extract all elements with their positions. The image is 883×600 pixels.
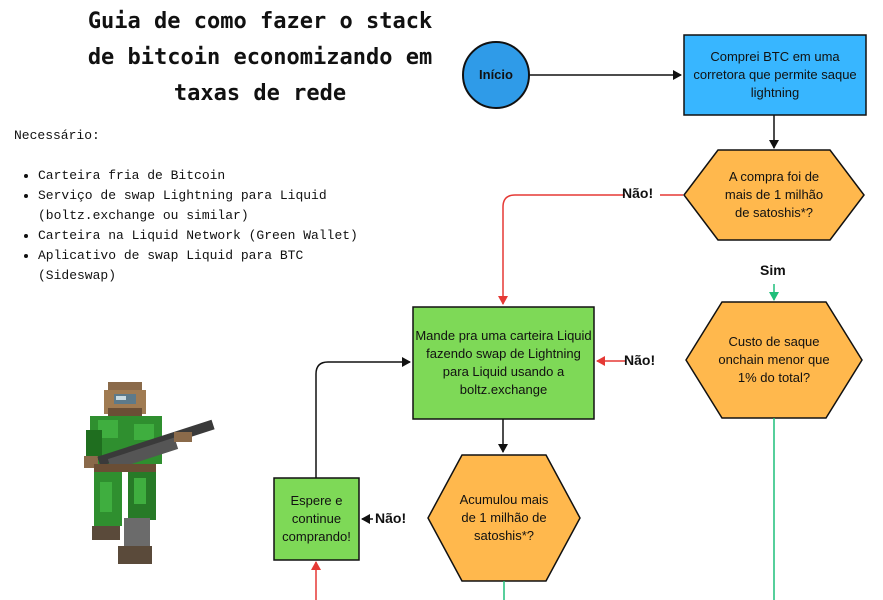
edge-label-no-3: Não! xyxy=(375,510,407,526)
edge-wait-to-liquid xyxy=(315,357,411,478)
liquid-node: Mande pra uma carteira Liquid fazendo sw… xyxy=(415,307,592,419)
doom-marine-pixel-icon xyxy=(84,382,215,564)
decision-million: A compra foi de mais de 1 milhão de sato… xyxy=(720,150,828,240)
liquid-node-label: Mande pra uma carteira Liquid fazendo sw… xyxy=(415,328,592,397)
start-node: Início xyxy=(463,42,529,108)
decision-fee: Custo de saque onchain menor que 1% do t… xyxy=(712,302,836,418)
requirements-list: Carteira fria de Bitcoin Serviço de swap… xyxy=(14,166,368,286)
liquid-node-shape xyxy=(412,306,595,420)
requirements-heading: Necessário: xyxy=(14,128,100,143)
decision-fee-label: Custo de saque onchain menor que 1% do t… xyxy=(718,334,830,385)
decision-accum-shape xyxy=(427,454,581,582)
requirement-item: Aplicativo de swap Liquid para BTC (Side… xyxy=(38,246,368,286)
start-node-label: Início xyxy=(479,67,513,82)
edge-label-no-2: Não! xyxy=(624,352,656,368)
requirements-panel: Necessário: Carteira fria de Bitcoin Ser… xyxy=(14,126,368,286)
buy-node-shape xyxy=(683,34,867,116)
decision-accum-label: Acumulou mais de 1 milhão de satoshis*? xyxy=(459,492,549,543)
title-line-1: Guia de como fazer o stack xyxy=(87,9,433,34)
decision-fee-shape xyxy=(685,301,863,419)
edge-label-yes: Sim xyxy=(760,262,786,278)
decision-million-shape xyxy=(683,149,865,241)
wait-node-label: Espere e continue comprando! xyxy=(282,493,351,544)
title-line-3: taxas de rede xyxy=(173,81,347,106)
decision-million-label: A compra foi de mais de 1 milhão de sato… xyxy=(724,169,824,220)
requirement-item: Serviço de swap Lightning para Liquid (b… xyxy=(38,186,368,226)
buy-node: Comprei BTC em uma corretora que permite… xyxy=(690,35,860,115)
page-title: Guia de como fazer o stack de bitcoin ec… xyxy=(60,4,460,112)
buy-node-label: Comprei BTC em uma corretora que permite… xyxy=(693,49,857,100)
wait-node-shape xyxy=(273,477,360,561)
requirement-item: Carteira na Liquid Network (Green Wallet… xyxy=(38,226,368,246)
edge-no-to-liquid xyxy=(503,194,683,304)
title-line-2: de bitcoin economizando em xyxy=(87,45,433,70)
decision-accum: Acumulou mais de 1 milhão de satoshis*? xyxy=(454,455,554,581)
edge-label-no-1: Não! xyxy=(622,185,654,201)
wait-node: Espere e continue comprando! xyxy=(276,478,357,560)
requirement-item: Carteira fria de Bitcoin xyxy=(38,166,368,186)
